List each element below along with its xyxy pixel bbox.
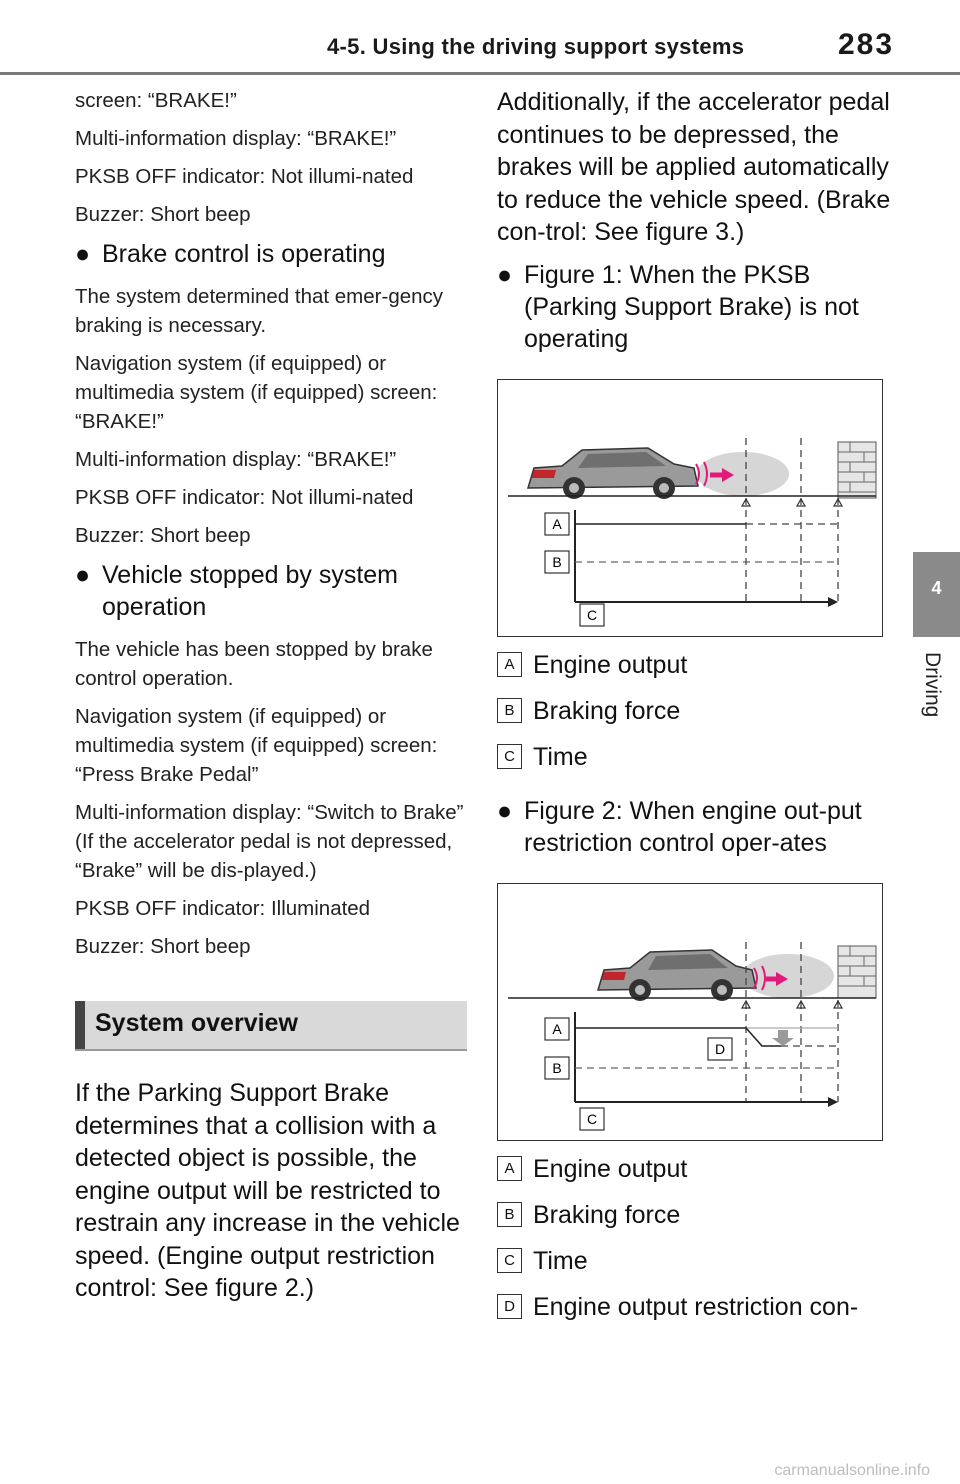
bullet-text: Vehicle stopped by system operation (102, 561, 398, 621)
legend-item: B Braking force (497, 1199, 897, 1245)
svg-text:C: C (587, 607, 597, 623)
svg-text:D: D (715, 1041, 725, 1057)
header-divider (0, 72, 960, 75)
paragraph: Buzzer: Short beep (75, 203, 251, 226)
event-markers (745, 941, 839, 1102)
chapter-tab (913, 552, 960, 637)
legend-label: Braking force (533, 1200, 681, 1229)
legend-item: C Time (497, 741, 897, 787)
paragraph: Multi-information display: “BRAKE!” (75, 448, 397, 471)
marker-triangles (740, 999, 844, 1009)
paragraph: PKSB OFF indicator: Not illumi-nated (75, 486, 414, 509)
legend-key: B (497, 1201, 522, 1227)
sonar-waves-icon (753, 965, 766, 990)
label-b: B (544, 549, 570, 574)
x-axis-arrowhead (828, 1096, 838, 1107)
paragraph: PKSB OFF indicator: Illuminated (75, 897, 371, 920)
legend-label: Engine output restriction con- (533, 1292, 859, 1321)
legend-key: B (497, 697, 522, 723)
bullet-text: Brake control is operating (102, 240, 386, 268)
chapter-number: 4 (931, 578, 942, 598)
paragraph: Multi-information display: “Switch to Br… (75, 801, 464, 882)
car-icon (596, 948, 757, 1001)
paragraph: screen: “BRAKE!” (75, 89, 237, 112)
figure-1: A B C (497, 378, 883, 637)
bullet-heading: ● Brake control is operating (75, 238, 467, 270)
figure-2: A B C D (497, 882, 883, 1141)
label-c: C (579, 602, 605, 627)
down-arrow-icon (772, 1029, 794, 1046)
legend-item: B Braking force (497, 695, 897, 741)
label-d: D (707, 1036, 733, 1061)
section-title: 4-5. Using the driving support systems (327, 34, 745, 59)
label-a: A (544, 1016, 570, 1041)
legend-item: C Time (497, 1245, 897, 1291)
label-c: C (579, 1106, 605, 1131)
bullet-icon: ● (75, 561, 91, 589)
svg-text:C: C (587, 1111, 597, 1127)
engine-output-line (575, 1026, 781, 1047)
paragraph: The vehicle has been stopped by brake co… (75, 638, 433, 690)
wall-icon (837, 441, 877, 498)
heading-accent-bar (75, 1001, 85, 1049)
legend-label: Braking force (533, 696, 681, 725)
legend-key: C (497, 743, 522, 769)
svg-text:A: A (552, 516, 562, 532)
event-markers (745, 437, 839, 602)
section-heading-box: System overview (75, 1001, 467, 1051)
section-heading: System overview (95, 1009, 298, 1037)
legend-key: A (497, 1155, 522, 1181)
paragraph: Navigation system (if equipped) or multi… (75, 705, 438, 786)
sonar-waves-icon (695, 461, 708, 486)
legend-label: Engine output (533, 650, 688, 679)
car-icon (526, 446, 699, 499)
marker-triangles (740, 497, 844, 507)
overview-paragraph: If the Parking Support Brake determines … (75, 1079, 460, 1302)
left-column: screen: “BRAKE!” Multi-information displ… (75, 86, 467, 1315)
svg-text:A: A (552, 1021, 562, 1037)
paragraph: PKSB OFF indicator: Not illumi-nated (75, 165, 414, 188)
chapter-label: Driving (921, 652, 944, 718)
bullet-text: Figure 1: When the PKSB (Parking Support… (524, 260, 859, 353)
svg-text:B: B (552, 554, 561, 570)
paragraph: Navigation system (if equipped) or multi… (75, 352, 438, 433)
bullet-heading: ● Vehicle stopped by system operation (75, 559, 467, 623)
page-number: 283 (838, 28, 895, 61)
pink-arrow-icon (710, 467, 734, 482)
bullet-icon: ● (497, 796, 513, 825)
svg-text:B: B (552, 1060, 561, 1076)
detection-zone (742, 953, 834, 998)
figure-1-diagram: A B C (508, 437, 877, 627)
bullet-icon: ● (75, 240, 91, 268)
detection-zone (697, 451, 789, 496)
figure2-caption: ● Figure 2: When engine out-put restrict… (497, 795, 897, 859)
paragraph: The system determined that emer-gency br… (75, 285, 444, 337)
paragraph: Multi-information display: “BRAKE!” (75, 127, 397, 150)
legend-item: A Engine output (497, 1153, 897, 1199)
right-column: Additionally, if the accelerator pedal c… (497, 86, 897, 1337)
paragraph: Buzzer: Short beep (75, 524, 251, 547)
legend-key: D (497, 1293, 522, 1319)
figure1-caption: ● Figure 1: When the PKSB (Parking Suppo… (497, 259, 897, 355)
x-axis-arrowhead (828, 596, 838, 607)
pink-arrow-icon (766, 971, 788, 986)
bullet-icon: ● (497, 260, 513, 289)
bullet-text: Figure 2: When engine out-put restrictio… (524, 796, 862, 857)
paragraph: Buzzer: Short beep (75, 935, 251, 958)
legend-label: Engine output (533, 1154, 688, 1183)
legend-key: A (497, 651, 522, 677)
intro-paragraph: Additionally, if the accelerator pedal c… (497, 88, 891, 246)
legend-label: Time (533, 1246, 588, 1275)
watermark: carmanualsonline.info (774, 1462, 930, 1479)
figure-2-diagram: A B C D (508, 941, 877, 1131)
wall-icon (837, 945, 877, 998)
legend-label: Time (533, 742, 588, 771)
legend-key: C (497, 1247, 522, 1273)
label-a: A (544, 511, 570, 536)
legend-item: D Engine output restriction con- (497, 1291, 897, 1337)
label-b: B (544, 1055, 570, 1080)
legend-item: A Engine output (497, 649, 897, 695)
